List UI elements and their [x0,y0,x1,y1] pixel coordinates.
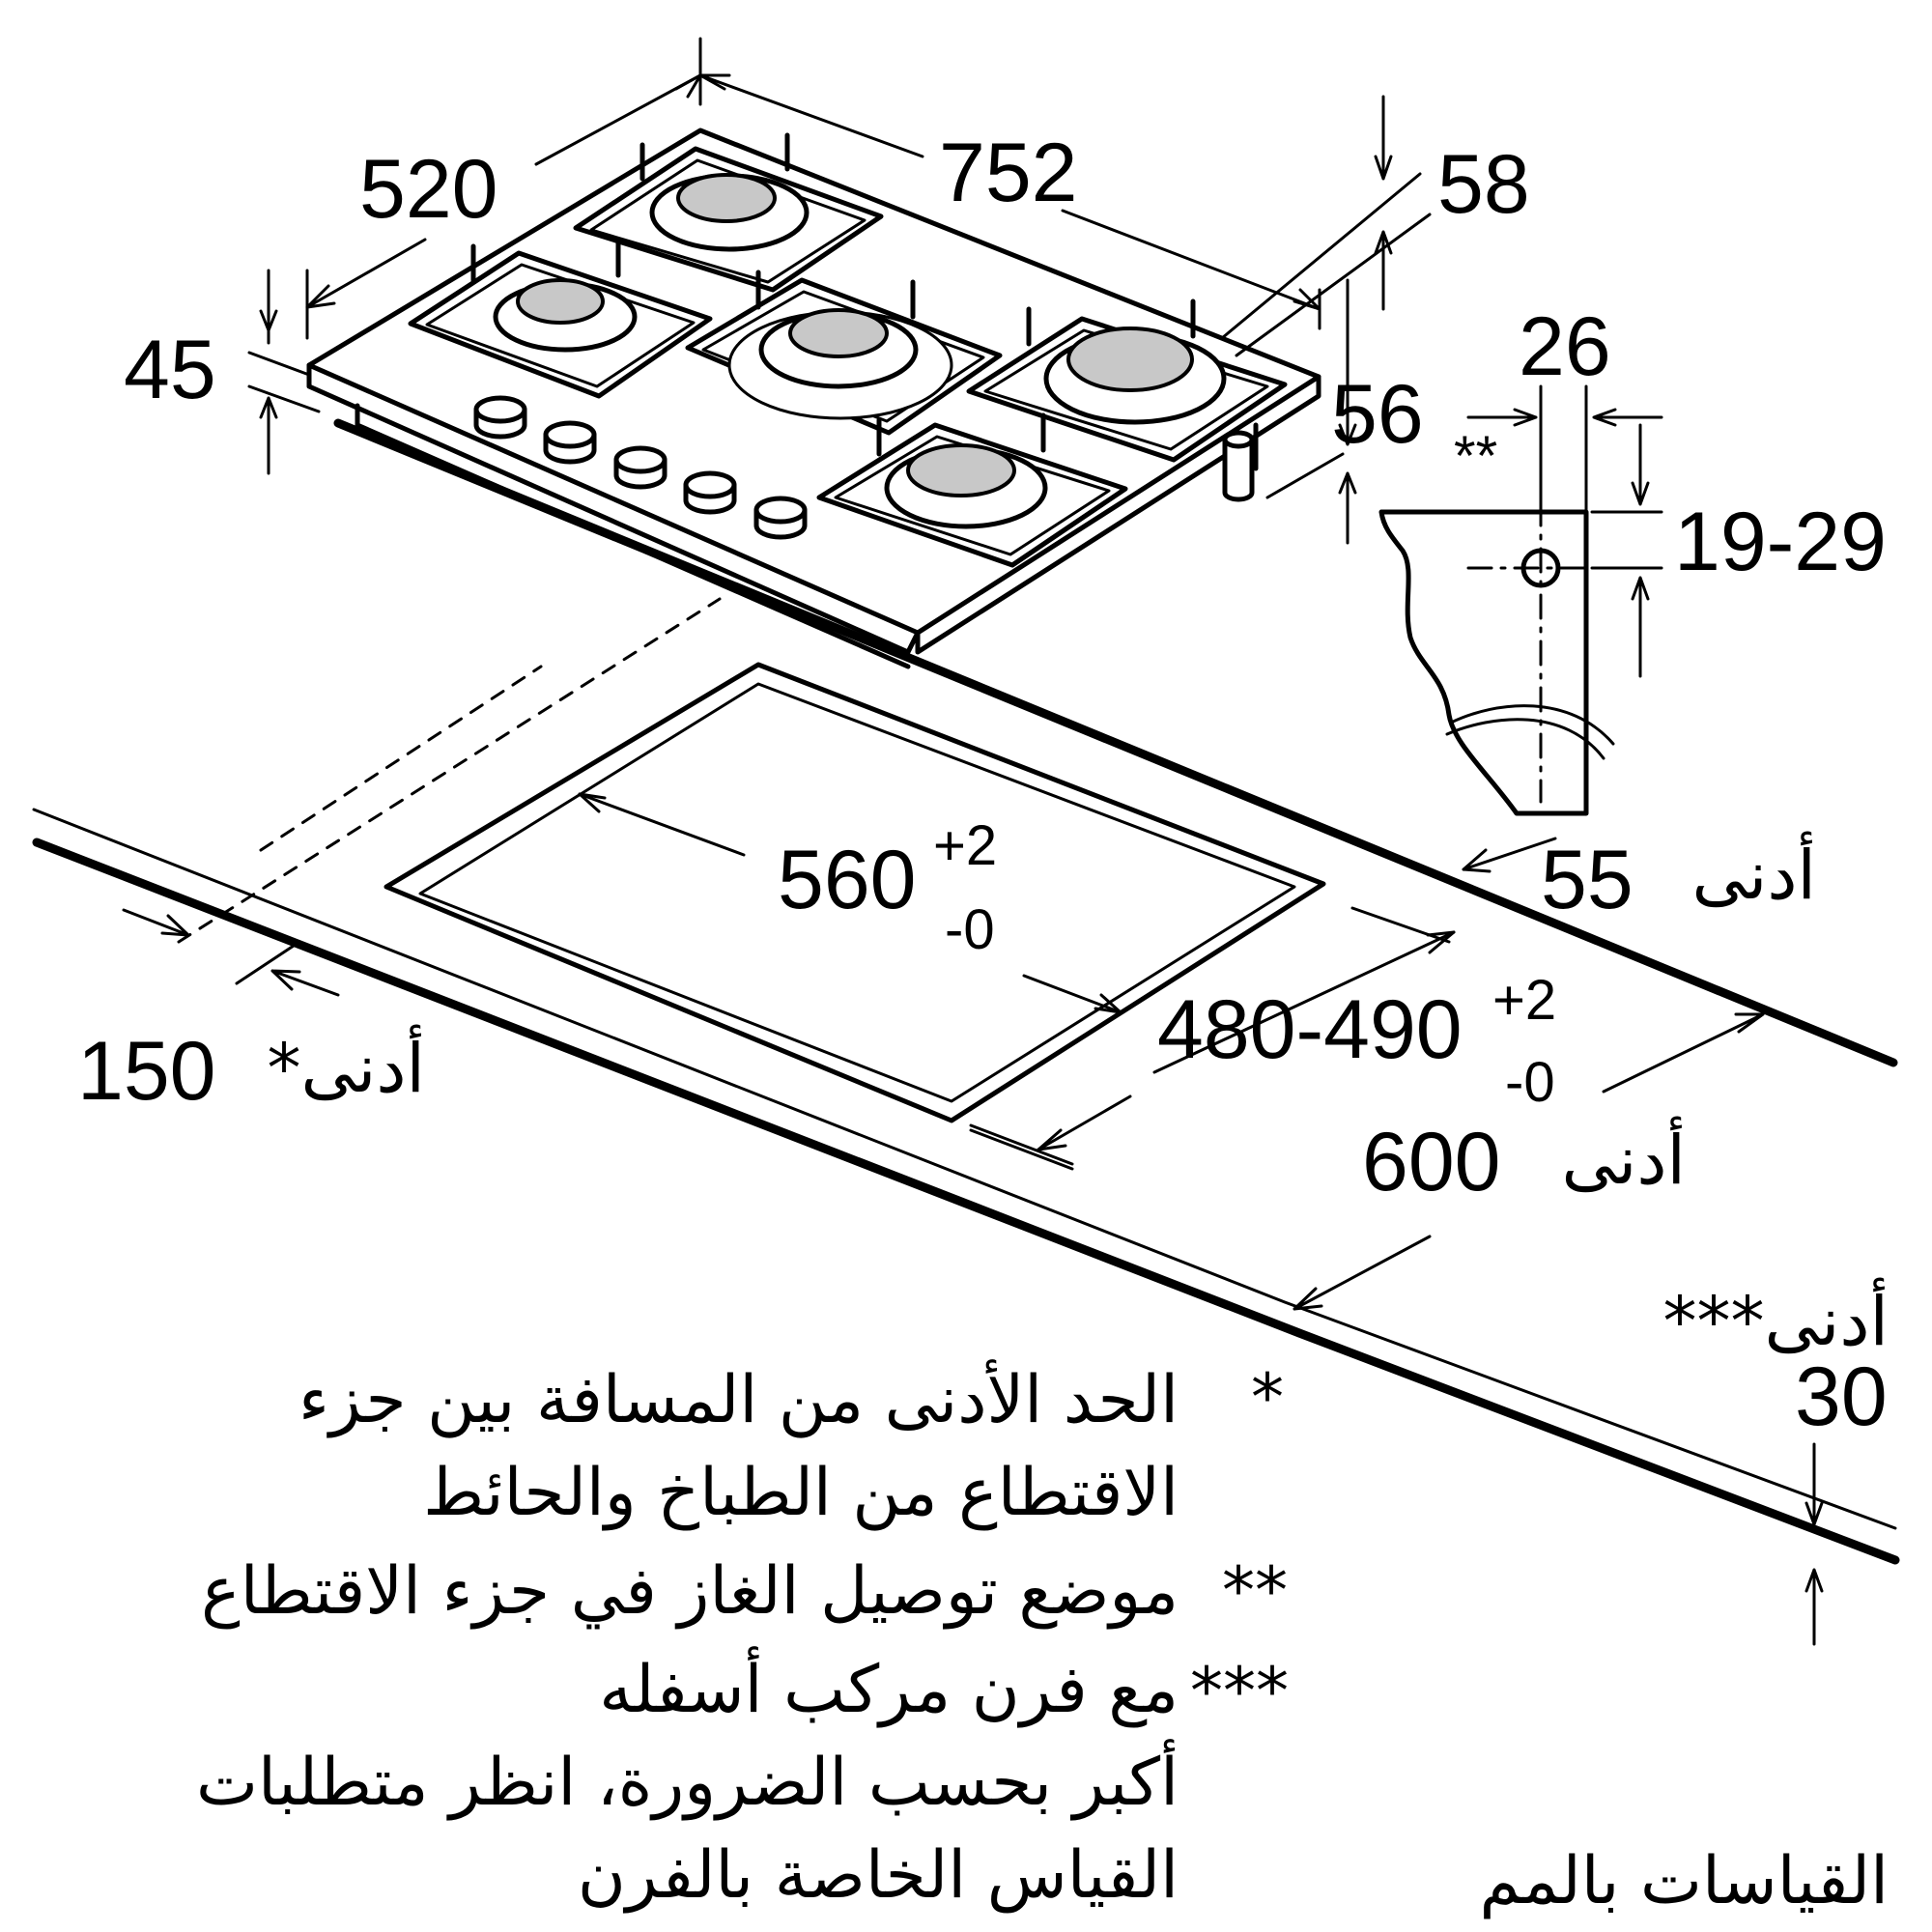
dim-min-wall-label: *أدنى [268,1024,425,1108]
dim-cutout-width: 560 [778,834,917,926]
note-2-marker: ** [1222,1553,1288,1630]
note-3-line-3: القياس الخاصة بالفرن [577,1837,1179,1914]
note-1-marker: * [1251,1360,1284,1436]
dim-min-depth-label: أدنى [1562,1116,1686,1200]
dim-cutout-width-tol-minus: -0 [945,898,995,961]
burner-center-wok [727,308,953,420]
note-2-line-1: موضع توصيل الغاز في جزء الاقتطاع [201,1553,1179,1630]
burner-front-right [884,443,1048,529]
hob [306,128,1321,669]
dim-cutout-depth: 480-490 [1157,983,1463,1076]
worktop [32,418,1900,1565]
control-knobs [473,395,808,540]
burner-rear-left [649,173,810,252]
burner-front-left [493,278,638,353]
dim-cutout-width-tol-plus: +2 [933,814,997,877]
dim-min-oven: 30 [1795,1350,1888,1443]
dim-gas-offset: 26 [1519,300,1611,393]
dim-min-rear-label: أدنى [1692,831,1816,915]
dim-gas-offset-marker: ** [1454,425,1497,488]
cutout [384,662,1326,1123]
units-footer: القياسات بالمم [1479,1843,1889,1919]
dim-min-wall: 150 [77,1025,216,1118]
burner-rear-right [1043,327,1227,425]
dim-side-height: 56 [1331,368,1424,461]
dim-min-rear: 55 [1541,834,1634,926]
dim-width: 752 [939,127,1078,219]
dim-cutout-depth-tol-minus: -0 [1505,1051,1555,1114]
dim-min-oven-label: ***أدنى [1663,1277,1889,1361]
note-3-line-2: أكبر بحسب الضرورة، انظر متطلبات [196,1745,1179,1821]
note-1-line-1: الحد الأدنى من المسافة بين جزء [298,1362,1179,1438]
gas-connection-detail [1378,384,1663,816]
dim-gas-height: 19-29 [1674,496,1887,588]
note-1-line-2: الاقتطاع من الطباخ والحائط [423,1455,1179,1531]
dim-hob-height: 45 [124,324,216,416]
dim-cutout-depth-tol-plus: +2 [1492,969,1556,1032]
hob-dimension-lines [247,37,1432,545]
note-3-line-1: مع فرن مركب أسفله [599,1652,1179,1728]
note-3-marker: *** [1190,1654,1289,1730]
dim-rear-height: 58 [1437,138,1530,231]
dim-min-depth: 600 [1362,1116,1501,1208]
cutout-dimension-lines [122,792,1824,1646]
dim-depth: 520 [359,143,498,236]
